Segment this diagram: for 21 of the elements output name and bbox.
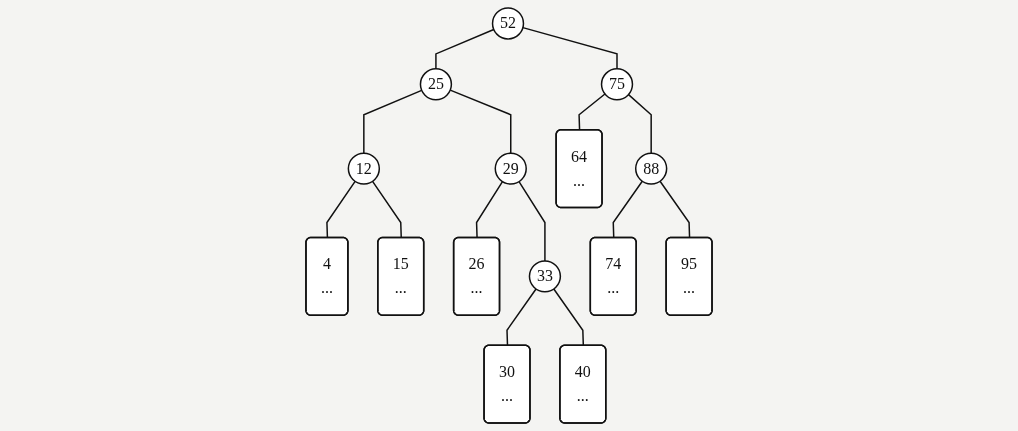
connector [627, 93, 652, 154]
node-circle: 75 [600, 68, 634, 101]
connector [506, 288, 537, 347]
node-circle: 25 [419, 68, 453, 101]
connector [612, 180, 643, 239]
connector [522, 26, 618, 70]
node-circle: 52 [491, 7, 525, 40]
connector [449, 89, 512, 154]
connector [659, 180, 691, 239]
connector [371, 180, 402, 239]
connector [475, 180, 504, 239]
connector [578, 93, 606, 131]
node-circle: 29 [494, 152, 527, 185]
connector [518, 180, 546, 262]
connector [326, 180, 356, 239]
node-circle: 88 [634, 152, 668, 185]
node-circle: 33 [528, 260, 562, 293]
node-circle: 12 [347, 152, 381, 185]
connector [363, 89, 423, 154]
connector [553, 288, 585, 347]
connector [435, 28, 495, 70]
